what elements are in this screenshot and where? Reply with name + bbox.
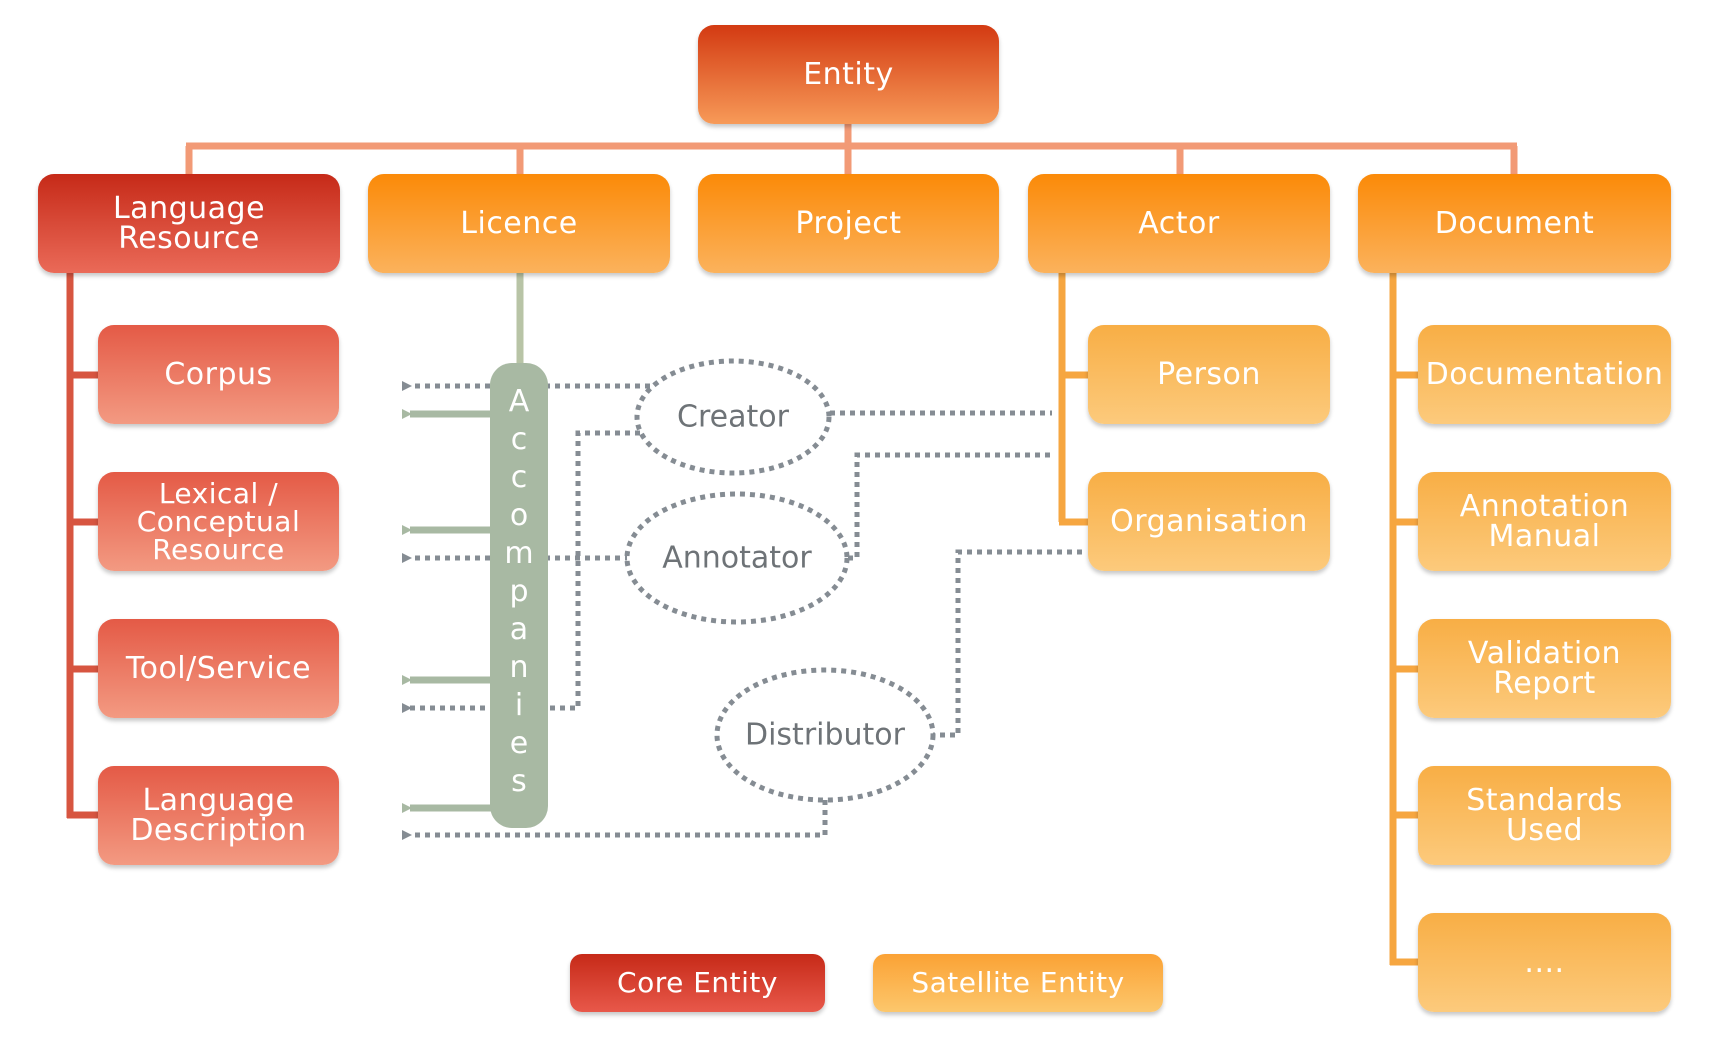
entity-node: Entity (698, 25, 999, 124)
accompanies-letter: c (510, 460, 528, 495)
accompanies-letter: a (509, 612, 529, 647)
legend-core-entity: Core Entity (570, 954, 825, 1012)
distributor-label: Distributor (744, 717, 906, 753)
document-node: Document (1358, 174, 1671, 273)
language-resource-node: Language Resource (38, 174, 340, 273)
accompanies-letter: A (508, 384, 530, 419)
organisation-node: Organisation (1088, 472, 1330, 571)
accompanies-letter: c (510, 422, 528, 457)
accompanies-letter: m (504, 536, 534, 571)
lexical-conceptual-resource-node: Lexical / Conceptual Resource (98, 472, 339, 571)
person-node: Person (1088, 325, 1330, 424)
documentation-node: Documentation (1418, 325, 1671, 424)
creator-label: Creator (677, 399, 789, 435)
tool-service-node: Tool/Service (98, 619, 339, 718)
annotator-label: Annotator (662, 540, 812, 576)
accompanies-letter: s (511, 764, 527, 799)
corpus-node: Corpus (98, 325, 339, 424)
actor-tree (1058, 272, 1090, 526)
language-description-node: Language Description (98, 766, 339, 865)
actor-node: Actor (1028, 174, 1330, 273)
standards-used-node: Standards Used (1418, 766, 1671, 865)
accompanies-letter: n (509, 650, 529, 685)
legend-satellite-entity: Satellite Entity (873, 954, 1163, 1012)
accompanies-letter: i (514, 688, 524, 723)
annotator-node (624, 491, 850, 625)
creator-node (634, 358, 832, 476)
more-documents-node: .... (1418, 913, 1671, 1012)
document-tree (1389, 272, 1420, 966)
accompanies-letter: o (509, 498, 529, 533)
validation-report-node: Validation Report (1418, 619, 1671, 718)
language-resource-tree (66, 272, 100, 819)
licence-node: Licence (368, 174, 670, 273)
project-node: Project (698, 174, 999, 273)
accompanies-letter: e (509, 726, 529, 761)
accompanies-arrows (402, 409, 492, 813)
annotation-manual-node: Annotation Manual (1418, 472, 1671, 571)
accompanies-letter: p (509, 574, 529, 609)
distributor-node (714, 667, 936, 803)
hierarchy-lines (185, 124, 1518, 174)
accompanies-relation: A c c o m p a n i e s (490, 363, 548, 828)
